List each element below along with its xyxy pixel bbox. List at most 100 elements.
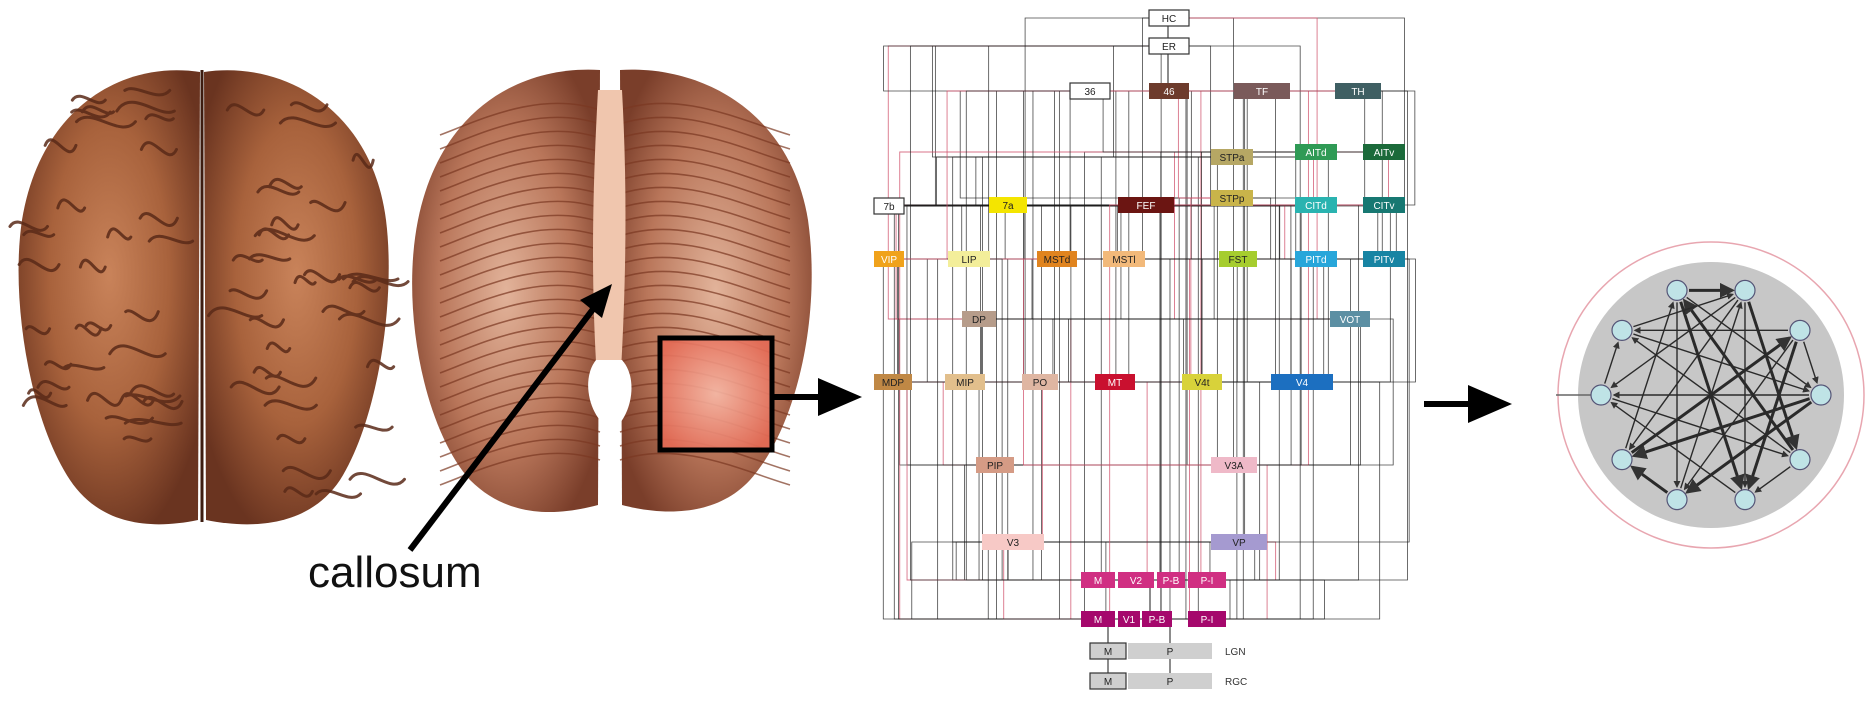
svg-text:PO: PO xyxy=(1033,378,1048,389)
area-v2pi: P-I xyxy=(1188,572,1226,588)
svg-text:46: 46 xyxy=(1163,87,1175,98)
area-fef: FEF xyxy=(1118,197,1174,213)
svg-text:PITv: PITv xyxy=(1374,255,1395,266)
svg-text:P-I: P-I xyxy=(1201,615,1214,626)
area-er: ER xyxy=(1149,38,1189,54)
hierarchy-side-labels: LGN RGC xyxy=(1225,647,1247,688)
area-hc: HC xyxy=(1149,10,1189,26)
brain-dissected xyxy=(412,70,812,512)
label-lgn: LGN xyxy=(1225,647,1246,658)
area-po: PO xyxy=(1022,374,1058,390)
network-node xyxy=(1811,385,1831,405)
area-dp: DP xyxy=(962,311,996,327)
svg-text:P-B: P-B xyxy=(1149,615,1166,626)
area-mt: MT xyxy=(1095,374,1135,390)
area-mip: MIP xyxy=(945,374,985,390)
arrow-to-network xyxy=(1424,385,1512,423)
area-v2: V2 xyxy=(1118,572,1154,588)
svg-text:AITd: AITd xyxy=(1305,148,1326,159)
svg-text:STPa: STPa xyxy=(1219,153,1244,164)
area-stpa: STPa xyxy=(1211,149,1253,165)
area-36: 36 xyxy=(1070,83,1110,99)
svg-text:P: P xyxy=(1167,677,1174,688)
area-stpp: STPp xyxy=(1211,190,1253,206)
area-v1pb: P-B xyxy=(1142,611,1172,627)
brain-top-view xyxy=(10,70,408,524)
area-v1m: M xyxy=(1081,611,1115,627)
svg-text:M: M xyxy=(1104,677,1112,688)
svg-text:MDP: MDP xyxy=(882,378,905,389)
area-th: TH xyxy=(1335,83,1381,99)
area-aitd: AITd xyxy=(1295,144,1337,160)
area-46: 46 xyxy=(1149,83,1189,99)
area-mdp: MDP xyxy=(874,374,912,390)
svg-text:MSTd: MSTd xyxy=(1044,255,1071,266)
network-node xyxy=(1790,320,1810,340)
svg-text:P-B: P-B xyxy=(1163,576,1180,587)
svg-text:PIP: PIP xyxy=(987,461,1003,472)
area-citd: CITd xyxy=(1295,197,1337,213)
area-tf: TF xyxy=(1234,83,1290,99)
area-pip: PIP xyxy=(976,457,1014,473)
svg-text:P-I: P-I xyxy=(1201,576,1214,587)
network-node xyxy=(1790,450,1810,470)
area-v2m: M xyxy=(1081,572,1115,588)
svg-text:MIP: MIP xyxy=(956,378,974,389)
svg-text:ER: ER xyxy=(1162,42,1176,53)
svg-text:P: P xyxy=(1167,647,1174,658)
svg-text:MSTl: MSTl xyxy=(1112,255,1135,266)
svg-text:VIP: VIP xyxy=(881,255,897,266)
area-vot: VOT xyxy=(1330,311,1370,327)
callosum-label: callosum xyxy=(308,548,482,598)
area-mstd: MSTd xyxy=(1037,251,1077,267)
network-node xyxy=(1612,450,1632,470)
area-7a: 7a xyxy=(989,197,1027,213)
area-fst: FST xyxy=(1219,251,1257,267)
area-pitv: PITv xyxy=(1363,251,1405,267)
area-v4: V4 xyxy=(1271,374,1333,390)
network-node xyxy=(1667,280,1687,300)
network-node xyxy=(1735,490,1755,510)
network-graph xyxy=(1556,242,1864,548)
area-lgnm: M xyxy=(1090,643,1126,659)
svg-text:MT: MT xyxy=(1108,378,1122,389)
svg-text:DP: DP xyxy=(972,315,986,326)
svg-text:V3: V3 xyxy=(1007,538,1020,549)
area-vp: VP xyxy=(1211,534,1267,550)
svg-text:VP: VP xyxy=(1232,538,1246,549)
svg-text:TH: TH xyxy=(1351,87,1364,98)
area-rgcp: P xyxy=(1128,673,1212,689)
network-node xyxy=(1667,490,1687,510)
svg-text:V4t: V4t xyxy=(1194,378,1209,389)
network-node xyxy=(1735,280,1755,300)
svg-text:CITd: CITd xyxy=(1305,201,1327,212)
label-rgc: RGC xyxy=(1225,677,1247,688)
svg-text:V2: V2 xyxy=(1130,576,1143,587)
area-v1: V1 xyxy=(1118,611,1140,627)
area-mstl: MSTl xyxy=(1103,251,1145,267)
area-v3: V3 xyxy=(982,534,1044,550)
area-pitd: PITd xyxy=(1295,251,1337,267)
area-7b: 7b xyxy=(874,198,904,214)
area-aitv: AITv xyxy=(1363,144,1405,160)
svg-text:36: 36 xyxy=(1084,87,1096,98)
area-v1pi: P-I xyxy=(1188,611,1226,627)
area-citv: CITv xyxy=(1363,197,1405,213)
svg-text:FST: FST xyxy=(1229,255,1248,266)
svg-text:AITv: AITv xyxy=(1374,148,1395,159)
svg-text:7a: 7a xyxy=(1002,201,1014,212)
svg-text:7b: 7b xyxy=(883,202,895,213)
svg-text:VOT: VOT xyxy=(1340,315,1361,326)
area-rgcm: M xyxy=(1090,673,1126,689)
area-lgnp: P xyxy=(1128,643,1212,659)
svg-text:PITd: PITd xyxy=(1305,255,1326,266)
svg-text:STPp: STPp xyxy=(1219,194,1244,205)
area-lip: LIP xyxy=(948,251,990,267)
area-v2pb: P-B xyxy=(1157,572,1185,588)
svg-text:V3A: V3A xyxy=(1225,461,1244,472)
svg-text:M: M xyxy=(1094,576,1102,587)
svg-text:M: M xyxy=(1104,647,1112,658)
svg-text:TF: TF xyxy=(1256,87,1268,98)
